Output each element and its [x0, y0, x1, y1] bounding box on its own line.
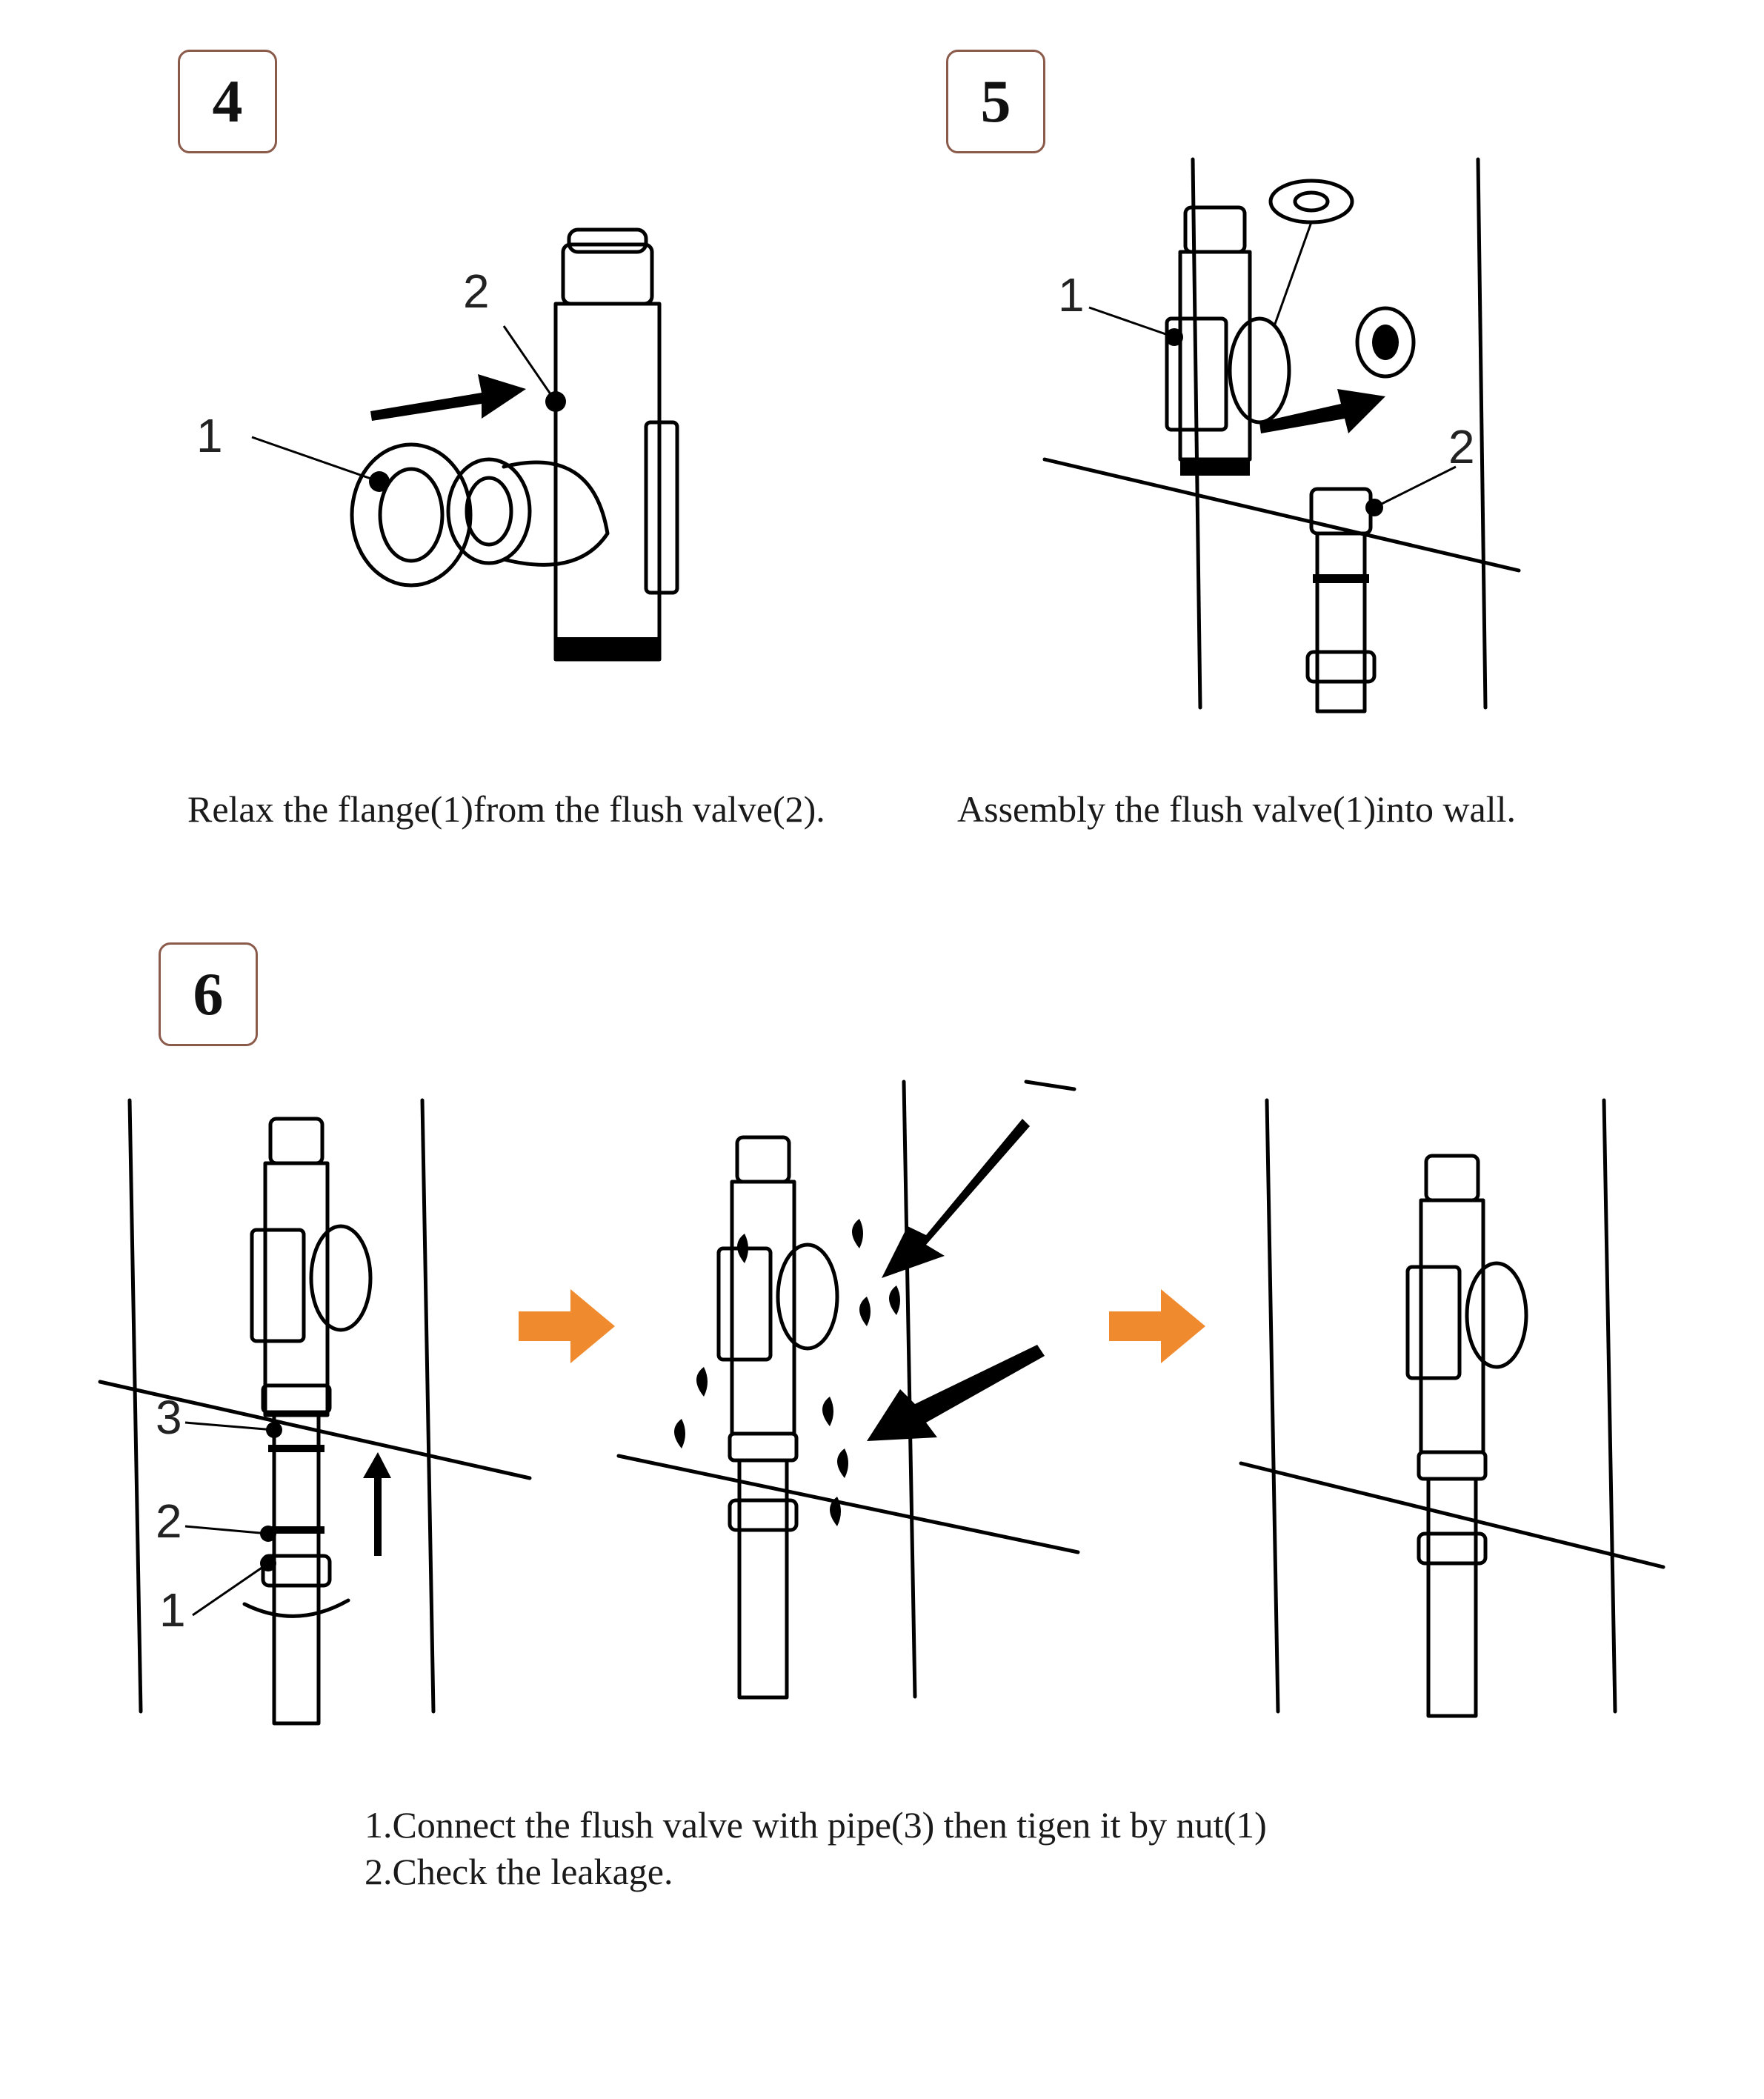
step-6-illustration-middle: [616, 1080, 1080, 1700]
step-5-illustration: 1 2: [1042, 157, 1521, 713]
step-5-callout-1: 1: [1058, 268, 1085, 322]
step-6-badge: 6: [159, 942, 258, 1046]
water-drop-icon: [674, 1219, 900, 1526]
step-6-instruction-2: 2.Check the leakage.: [365, 1851, 673, 1892]
step-4-illustration: 2 1: [196, 227, 679, 662]
step-5-caption: Assembly the flush valve(1)into wall.: [957, 788, 1517, 830]
step-6-callout-2: 2: [156, 1494, 182, 1548]
step-5-badge: 5: [946, 50, 1045, 153]
step-6-callout-1: 1: [159, 1583, 186, 1637]
step-4-callout-2: 2: [463, 265, 490, 318]
step-4-caption: Relax the flange(1)from the flush valve(…: [187, 788, 825, 830]
step-6-illustration-left: 3 2 1: [98, 1098, 532, 1726]
step-6-instructions: 1.Connect the flush valve with pipe(3) t…: [365, 1802, 1267, 1895]
right-arrow-icon: [519, 1289, 615, 1363]
step-6-instruction-1: 1.Connect the flush valve with pipe(3) t…: [365, 1804, 1267, 1846]
step-4-badge: 4: [178, 50, 277, 153]
step-4-callout-1: 1: [196, 409, 223, 462]
step-6-callout-3: 3: [156, 1391, 182, 1444]
step-6-illustration-right: [1239, 1098, 1665, 1718]
right-arrow-icon: [1109, 1289, 1205, 1363]
step-5-callout-2: 2: [1448, 420, 1475, 473]
